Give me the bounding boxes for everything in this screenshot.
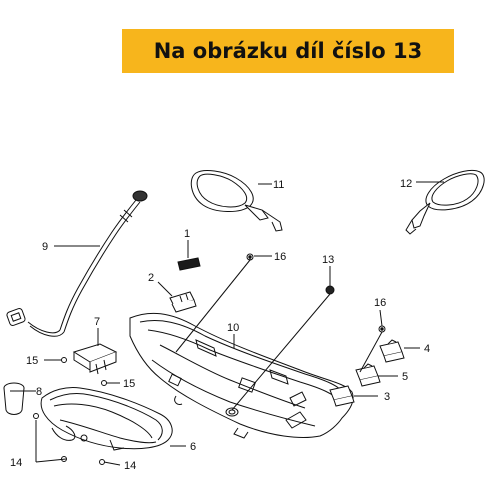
part-1-rubber-pad[interactable]	[177, 257, 201, 271]
callout-8: 8	[36, 386, 42, 398]
callout-15-left: 15	[26, 355, 38, 367]
callout-6: 6	[190, 441, 196, 453]
part-15-screw-b[interactable]	[101, 380, 107, 386]
part-3-switch[interactable]	[329, 385, 355, 407]
part-7-bracket[interactable]	[72, 343, 118, 375]
callout-10: 10	[227, 322, 239, 334]
callout-11: 11	[273, 179, 284, 191]
banner-text: Na obrázku díl číslo 13	[153, 39, 423, 63]
callout-12: 12	[400, 178, 412, 190]
part-11-left-mirror[interactable]	[190, 170, 283, 232]
part-6-meter-panel[interactable]	[40, 387, 173, 451]
callout-14-left: 14	[10, 457, 22, 469]
part-16-screw-right[interactable]	[378, 325, 386, 333]
callout-15-right: 15	[123, 378, 135, 390]
callout-14-right: 14	[124, 460, 136, 472]
callout-9: 9	[42, 241, 48, 253]
part-5-switch[interactable]	[355, 363, 381, 387]
callout-16-right: 16	[374, 297, 386, 309]
callout-1: 1	[184, 228, 190, 240]
callout-3: 3	[384, 391, 390, 403]
part-9-cable[interactable]	[6, 190, 148, 337]
callout-16-left: 16	[274, 251, 286, 263]
part-2-clip[interactable]	[169, 291, 197, 313]
callout-2: 2	[148, 272, 154, 284]
callout-13: 13	[322, 254, 334, 266]
part-number-banner: Na obrázku díl číslo 13	[122, 29, 454, 73]
part-15-screw-a[interactable]	[61, 357, 67, 363]
part-12-right-mirror[interactable]	[405, 169, 485, 235]
part-14-screw-c[interactable]	[99, 459, 105, 465]
callout-labels: 11 12 1 2 16 13 16 10 9 7 4 5 3 15 15 8 …	[10, 178, 430, 472]
callout-4: 4	[424, 343, 430, 355]
callout-7: 7	[94, 316, 100, 328]
callout-5: 5	[402, 371, 408, 383]
part-13-screw[interactable]	[325, 285, 335, 295]
part-14-screw-a[interactable]	[33, 413, 39, 419]
leader-lines	[10, 181, 444, 466]
part-8-cap[interactable]	[3, 382, 25, 415]
part-4-switch[interactable]	[379, 339, 405, 363]
